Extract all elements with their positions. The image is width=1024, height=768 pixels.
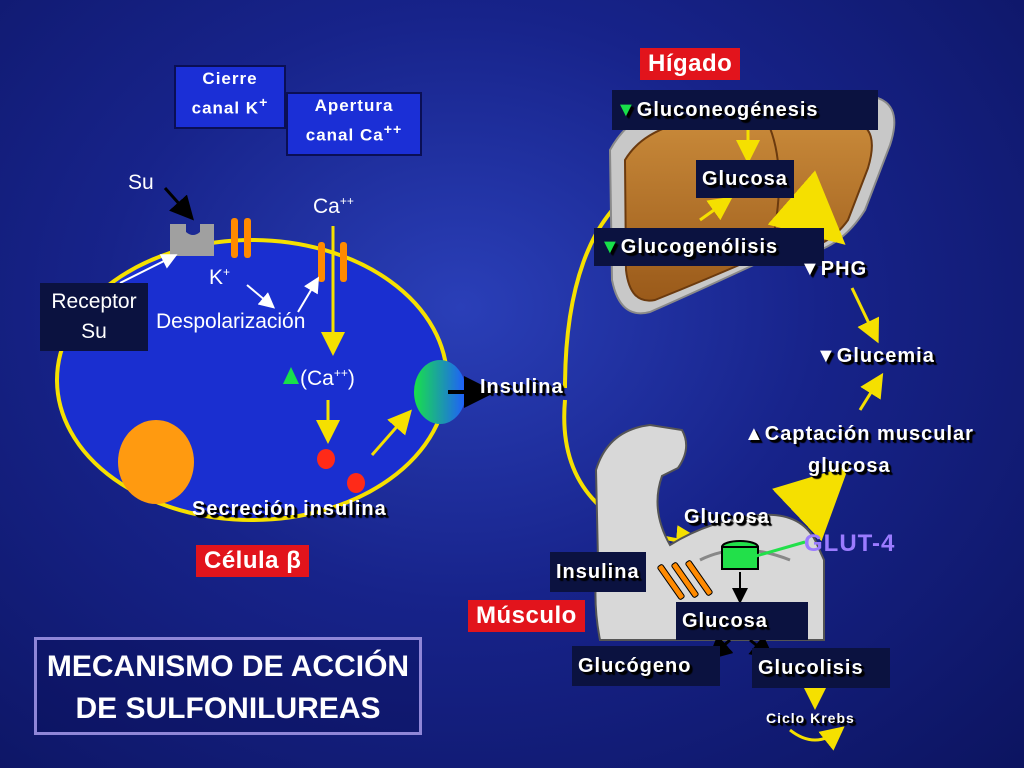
captacion-muscular-label: ▲Captación muscular glucosa (744, 418, 974, 482)
captacion-line2: glucosa (808, 455, 891, 477)
glucosa-muscle-top-label: Glucosa (684, 506, 770, 528)
ciclo-krebs-label: Ciclo Krebs (766, 710, 855, 726)
captacion-to-glucemia-arrow (858, 372, 884, 411)
receptor-line1: Receptor (51, 290, 137, 313)
receptor-line2: Su (81, 320, 107, 343)
liver-output-arrow (767, 170, 846, 245)
muscle-insulin-receptor-bar (671, 562, 699, 598)
higado-label: Hígado (640, 48, 741, 80)
apertura-line2: canal Ca++ (305, 122, 403, 145)
insulina-muscle-label: Insulina (550, 552, 646, 592)
down-triangle-icon: ▼ (800, 258, 821, 280)
ca-label: Ca++ (313, 194, 354, 218)
cierre-line2: canal K+ (191, 95, 269, 118)
glucogeno-label: Glucógeno (572, 646, 720, 686)
down-triangle-icon: ▼ (600, 236, 621, 258)
glucemia-label: ▼Glucemia (816, 345, 935, 367)
k-label: K+ (209, 265, 231, 289)
down-triangle-icon: ▼ (616, 99, 637, 121)
nucleus (118, 420, 194, 504)
insulin-granule (347, 473, 365, 493)
ca-channel-bar (340, 242, 347, 282)
insulina-label: Insulina (480, 376, 564, 398)
krebs-cycle-loop (789, 726, 845, 751)
glucogenolisis-arrow (699, 196, 733, 222)
up-triangle-icon (283, 367, 299, 384)
glucolisis-label: Glucolisis (752, 648, 890, 688)
cierre-canal-k-box: Cierre canal K+ (174, 65, 286, 129)
insulin-receptor-icon (414, 360, 466, 424)
muscle-insulin-receptor-bar (685, 560, 713, 596)
secrecion-insulina-label: Secreción insulina (192, 498, 387, 520)
apertura-line1: Apertura (314, 96, 394, 115)
glut4-label: GLUT-4 (804, 530, 896, 557)
k-channel-bar (231, 218, 238, 258)
celula-beta-label: Célula β (196, 545, 310, 577)
receptor-su-box: Receptor Su (40, 283, 148, 351)
up-triangle-icon: ▲ (744, 423, 765, 445)
sulfonylurea-receptor-icon (170, 224, 214, 256)
glut4-pointer (755, 540, 806, 558)
muscle-insulin-receptor-bar (657, 564, 685, 600)
phg-to-glucemia-arrow (850, 287, 880, 344)
glucogenolisis-label: ▼Glucogenólisis (594, 228, 824, 266)
apertura-canal-ca-box: Apertura canal Ca++ (286, 92, 422, 156)
granule-to-receptor-arrow (370, 409, 412, 456)
title-line1: MECANISMO DE ACCIÓN (46, 650, 410, 683)
cierre-line1: Cierre (202, 69, 258, 88)
despolarizacion-label: Despolarización (156, 310, 306, 333)
su-label: Su (128, 171, 154, 194)
captacion-line1: ▲Captación muscular (744, 423, 974, 445)
phg-label: ▼PHG (800, 258, 868, 280)
glucosa-liver-label: Glucosa (696, 160, 794, 198)
su-arrow (163, 187, 194, 221)
ca-increase-label: (Ca++) (300, 366, 355, 390)
down-triangle-icon: ▼ (816, 345, 837, 367)
muscle-uptake-arrow (772, 465, 850, 542)
ca-channel-bar (318, 242, 325, 282)
depol-to-ca-arrow (297, 276, 320, 313)
receptor-pointer (119, 254, 178, 284)
gluconeogenesis-label: ▼Gluconeogénesis (612, 90, 878, 130)
musculo-label: Músculo (468, 600, 585, 632)
title-line2: DE SULFONILUREAS (75, 692, 381, 725)
beta-cell-membrane (55, 238, 449, 522)
muscle-arm-icon (594, 423, 825, 641)
glucosa-muscle-bottom-label: Glucosa (676, 602, 808, 640)
slide-title: MECANISMO DE ACCIÓN DE SULFONILUREAS (34, 637, 422, 735)
insulin-granule (317, 449, 335, 469)
k-channel-bar (244, 218, 251, 258)
glut4-transporter-body (721, 546, 759, 570)
k-to-depol-arrow (246, 284, 276, 309)
